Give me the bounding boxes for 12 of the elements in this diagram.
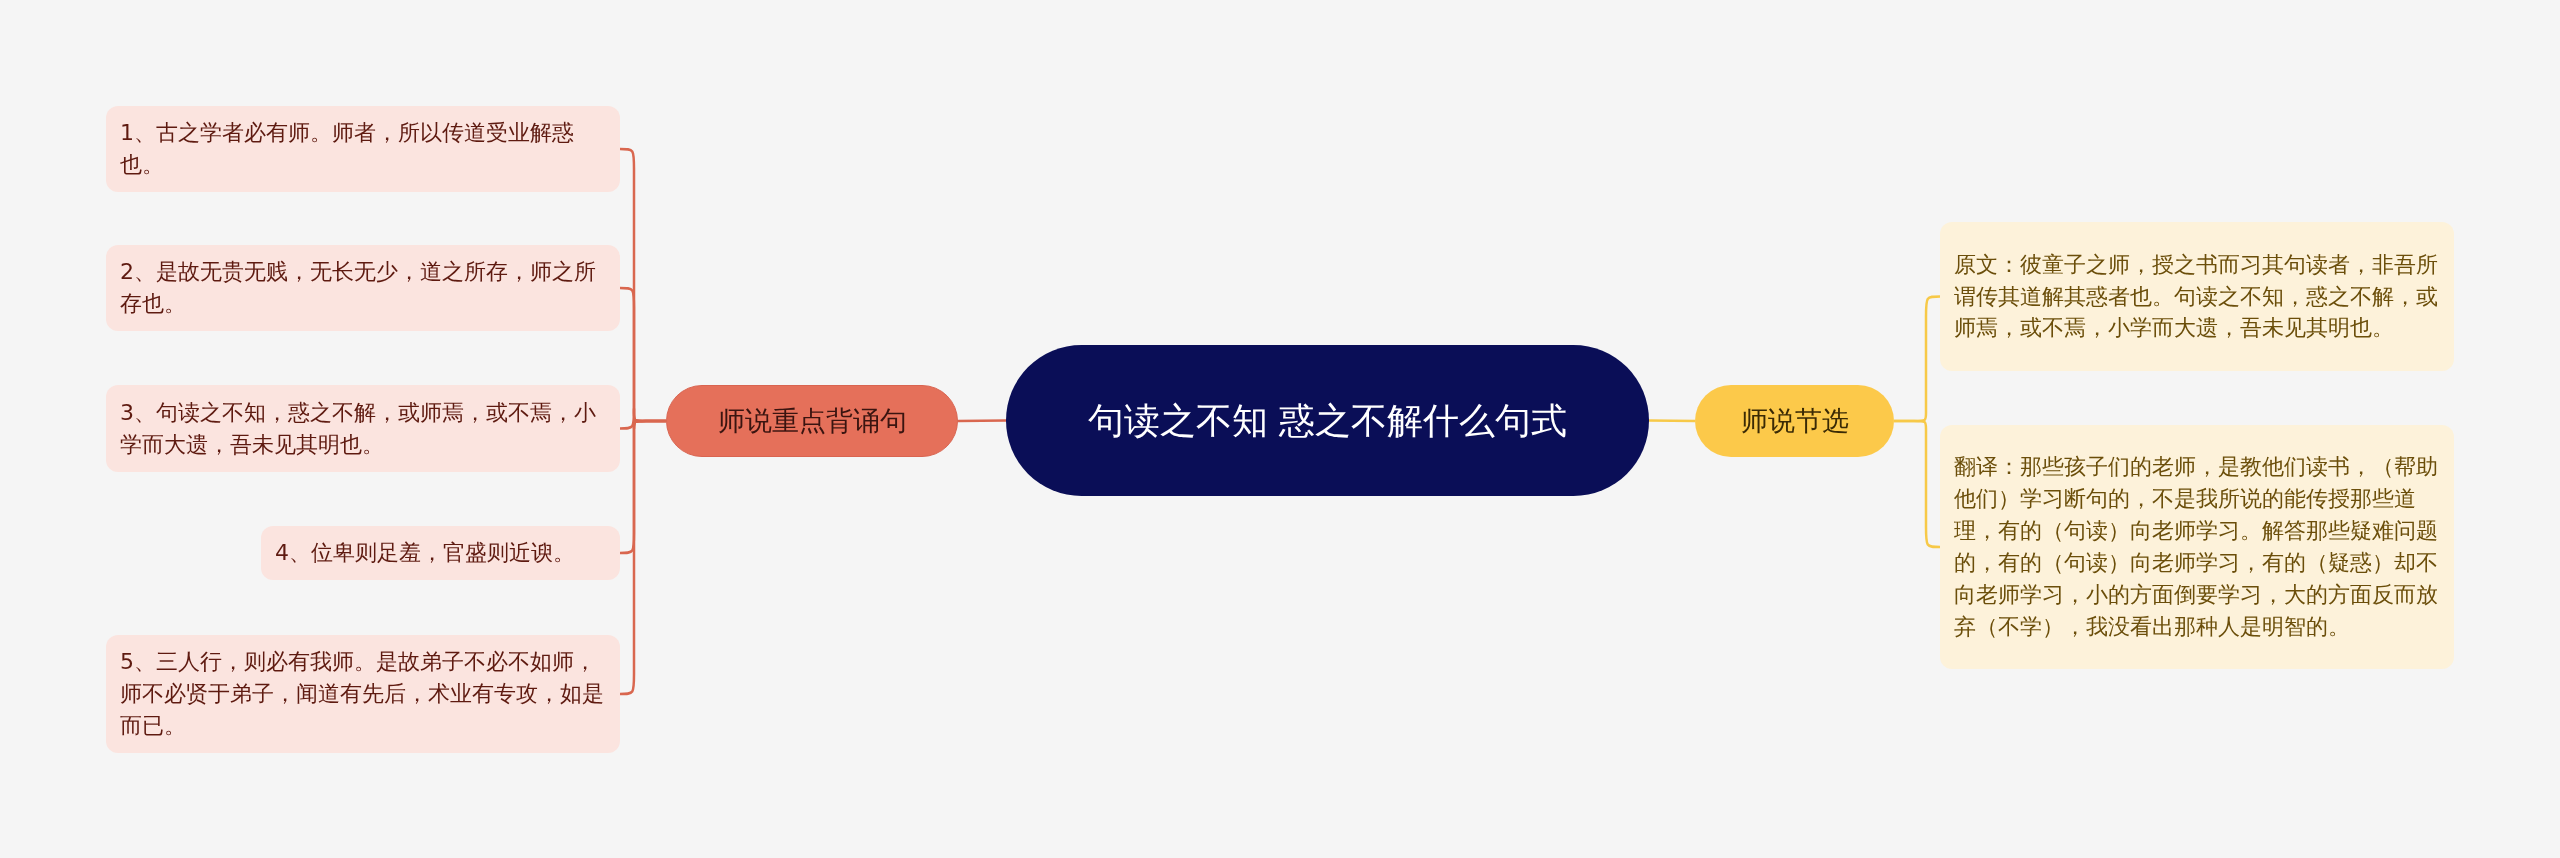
subtopic-card: 5、三人行，则必有我师。是故弟子不必不如师，师不必贤于弟子，闻道有先后，术业有专攻，如是而已。 bbox=[106, 635, 620, 753]
branch-topic: 师说节选 bbox=[1695, 385, 1894, 457]
connector-line bbox=[958, 419, 1006, 423]
branch-topic: 师说重点背诵句 bbox=[666, 385, 958, 457]
subtopic-card: 翻译：那些孩子们的老师，是教他们读书，（帮助他们）学习断句的，不是我所说的能传授那些道理，有的（句读）向老师学习。解答那些疑难问题的，有的（句读）向老师学习，有的（疑惑）却不向老师学习，小的方面倒要学习，大的方面反而放弃（不学），我没看出那种人是明智的。 bbox=[1940, 425, 2454, 669]
subtopic-card: 4、位卑则足羞，官盛则近谀。 bbox=[261, 526, 620, 580]
subtopic-card: 3、句读之不知，惑之不解，或师焉，或不焉，小学而大遗，吾未见其明也。 bbox=[106, 385, 620, 472]
subtopic-card: 2、是故无贵无贱，无长无少，道之所存，师之所存也。 bbox=[106, 245, 620, 331]
connector-line bbox=[1649, 419, 1695, 423]
central-topic: 句读之不知 惑之不解什么句式 bbox=[1006, 345, 1649, 496]
subtopic-card: 1、古之学者必有师。师者，所以传道受业解惑也。 bbox=[106, 106, 620, 192]
subtopic-card: 原文：彼童子之师，授之书而习其句读者，非吾所谓传其道解其惑者也。句读之不知，惑之不解，或师焉，或不焉，小学而大遗，吾未见其明也。 bbox=[1940, 222, 2454, 371]
